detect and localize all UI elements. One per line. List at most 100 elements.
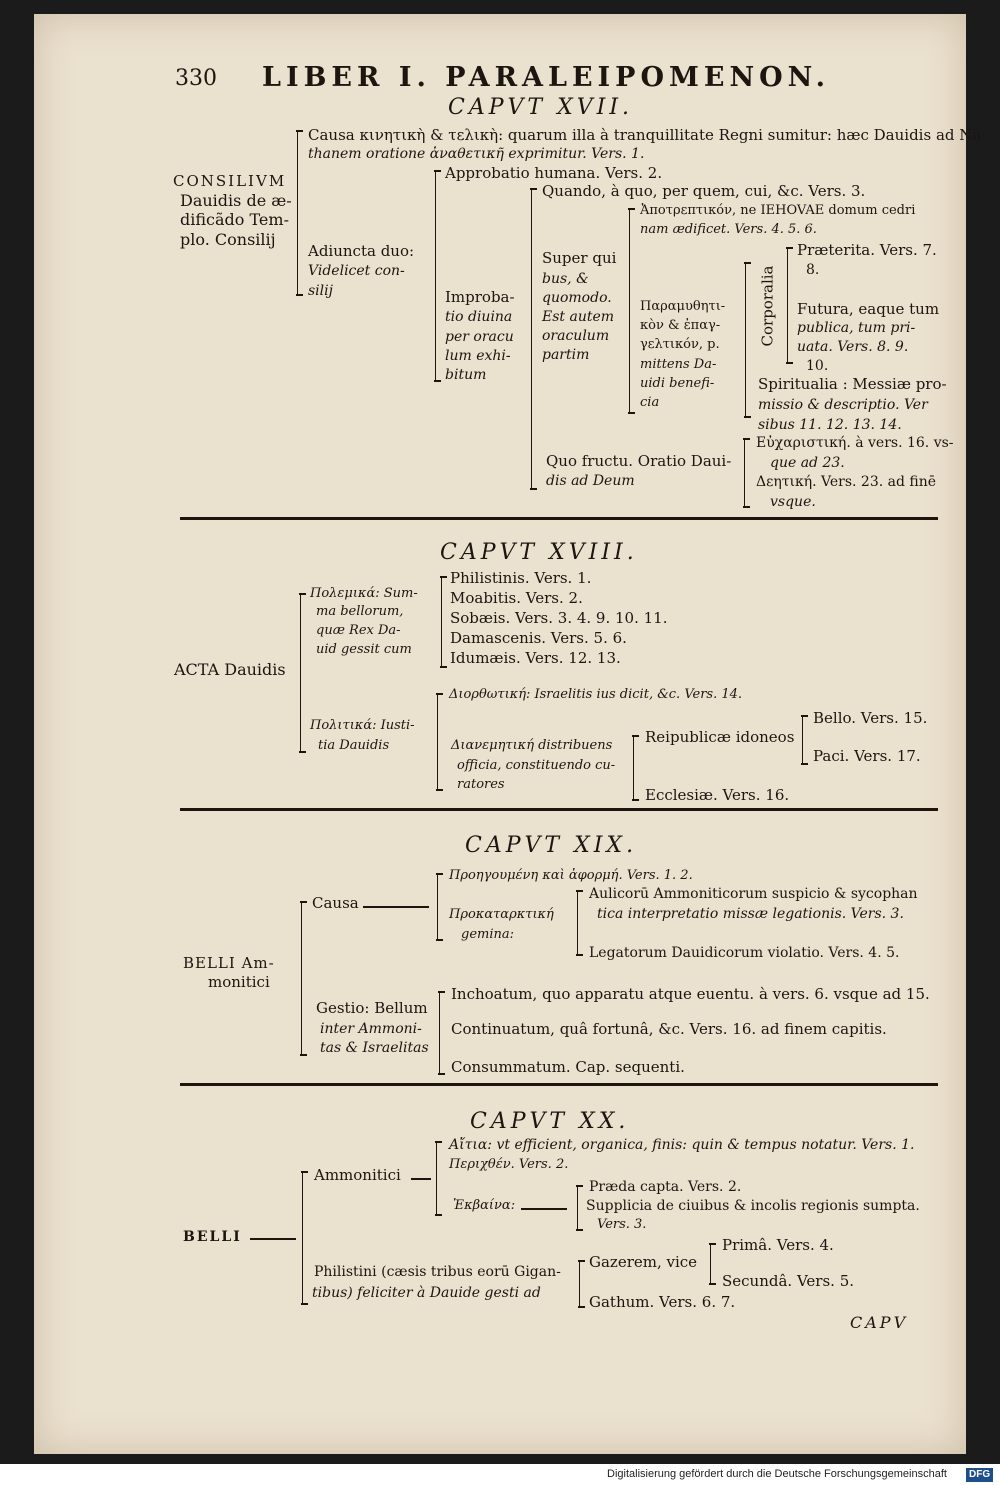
branch-text: Primâ. Vers. 4. xyxy=(722,1236,834,1254)
catchword: CAPV xyxy=(850,1313,909,1332)
chapter-heading: CAPVT XX. xyxy=(470,1109,630,1134)
bracket xyxy=(434,170,442,382)
section-divider xyxy=(180,517,938,520)
branch-text: quæ Rex Da- xyxy=(316,623,401,638)
bracket xyxy=(438,991,446,1075)
branch-text: uid gessit cum xyxy=(316,642,412,657)
bracket xyxy=(801,715,809,765)
connector-line xyxy=(363,906,429,908)
branch-text: lum exhi- xyxy=(445,348,511,364)
branch-text: Approbatio humana. Vers. 2. xyxy=(445,164,663,182)
root-label: ACTA Dauidis xyxy=(174,660,286,679)
branch-text: Sobæis. Vers. 3. 4. 9. 10. 11. xyxy=(450,609,668,627)
bracket xyxy=(709,1243,717,1285)
branch-text: tica interpretatio missæ legationis. Ver… xyxy=(597,906,904,922)
branch-text: quomodo. xyxy=(542,290,612,306)
branch-text: Futura, eaque tum xyxy=(797,300,940,318)
branch-text: γελτικόν, p. xyxy=(640,337,720,352)
root-label: monitici xyxy=(208,973,270,991)
branch-text: Bello. Vers. 15. xyxy=(813,709,928,727)
branch-text: Supplicia de ciuibus & incolis regionis … xyxy=(586,1198,920,1214)
branch-text: Philistini (cæsis tribus eorū Gigan- xyxy=(314,1264,561,1280)
branch-text: Reipublicæ idoneos xyxy=(645,728,795,746)
section-divider xyxy=(180,808,938,811)
dfg-logo: DFG xyxy=(966,1468,994,1482)
branch-text: Ecclesiæ. Vers. 16. xyxy=(645,786,790,804)
branch-text: cia xyxy=(640,395,660,410)
chapter-heading: CAPVT XIX. xyxy=(465,833,638,858)
branch-text: Secundâ. Vers. 5. xyxy=(722,1272,855,1290)
branch-text: Præda capta. Vers. 2. xyxy=(589,1179,742,1195)
section-divider xyxy=(180,1083,938,1086)
branch-text: Præterita. Vers. 7. xyxy=(797,241,937,259)
root-label: Dauidis de æ- xyxy=(180,191,292,210)
branch-text: publica, tum pri- xyxy=(797,320,916,336)
bracket xyxy=(628,208,636,414)
root-label: BELLI xyxy=(183,1229,242,1245)
root-label: dificãdo Tem- xyxy=(180,210,289,229)
branch-text: Quo fructu. Oratio Daui- xyxy=(546,452,732,470)
branch-text: Damascenis. Vers. 5. 6. xyxy=(450,629,627,647)
branch-text: Inchoatum, quo apparatu atque euentu. à … xyxy=(451,985,930,1003)
branch-text: Corporalia xyxy=(758,265,777,347)
digitization-footer: Digitalisierung gefördert durch die Deut… xyxy=(0,1464,1000,1485)
branch-text: Est autem xyxy=(542,309,615,325)
branch-text: Ἀποτρεπτικόν, ne IEHOVAE domum cedri xyxy=(640,203,916,218)
branch-text: Philistinis. Vers. 1. xyxy=(450,569,592,587)
root-label: plo. Consilij xyxy=(180,230,276,249)
branch-text: Διορθωτική: Israelitis ius dicit, &c. Ve… xyxy=(449,687,743,702)
book-page xyxy=(34,14,966,1454)
branch-text: nam ædificet. Vers. 4. 5. 6. xyxy=(640,222,817,237)
branch-text: per oracu xyxy=(445,329,514,345)
branch-text: Videlicet con- xyxy=(308,263,405,279)
bracket xyxy=(440,576,448,668)
branch-text: Αἴτια: vt efficient, organica, finis: qu… xyxy=(449,1137,915,1153)
branch-text: oraculum xyxy=(542,328,610,344)
branch-text: Super qui xyxy=(542,249,617,267)
bracket xyxy=(578,1260,586,1308)
bracket xyxy=(576,890,584,956)
branch-text: Προηγουμένη καὶ ἀφορμή. Vers. 1. 2. xyxy=(449,868,693,883)
branch-text: Ἐκβαίνα: xyxy=(453,1198,516,1213)
branch-text: Quando, à quo, per quem, cui, &c. Vers. … xyxy=(542,182,866,200)
branch-text: ratores xyxy=(457,777,505,792)
branch-text: Εὐχαριστική. à vers. 16. vs- xyxy=(756,435,954,451)
branch-text: tibus) feliciter à Dauide gesti ad xyxy=(312,1285,541,1301)
bracket xyxy=(786,247,794,364)
bracket xyxy=(296,130,304,296)
branch-text: bitum xyxy=(445,367,487,383)
root-label: BELLI Am- xyxy=(183,954,275,972)
bracket xyxy=(436,873,444,941)
chapter-heading: CAPVT XVII. xyxy=(448,95,634,120)
branch-text: sibus 11. 12. 13. 14. xyxy=(758,417,902,433)
branch-text: 10. xyxy=(806,358,829,374)
branch-text: Continuatum, quâ fortunâ, &c. Vers. 16. … xyxy=(451,1020,887,1038)
branch-text: uata. Vers. 8. 9. xyxy=(797,339,909,355)
branch-text: Πολεμικά: Sum- xyxy=(310,586,418,601)
branch-text: Gazerem, vice xyxy=(589,1253,698,1271)
branch-text: 8. xyxy=(806,262,820,278)
bracket xyxy=(743,438,751,508)
branch-text: Προκαταρκτική xyxy=(449,907,554,922)
connector-line xyxy=(411,1178,431,1180)
branch-text: Consummatum. Cap. sequenti. xyxy=(451,1058,685,1076)
bracket xyxy=(436,693,444,791)
branch-text: Paci. Vers. 17. xyxy=(813,747,921,765)
bracket xyxy=(744,262,752,418)
branch-text: vsque. xyxy=(770,494,816,510)
branch-text: partim xyxy=(542,347,590,363)
footer-text: Digitalisierung gefördert durch die Deut… xyxy=(607,1468,947,1480)
branch-text: Διανεμητική distribuens xyxy=(451,738,613,753)
bracket xyxy=(300,901,308,1056)
bracket xyxy=(632,735,640,801)
branch-text: inter Ammoni- xyxy=(320,1021,422,1037)
branch-text: Ammonitici xyxy=(314,1166,401,1184)
branch-text: tas & Israelitas xyxy=(320,1040,429,1056)
page-number: 330 xyxy=(175,66,217,91)
branch-text: tio diuina xyxy=(445,309,513,325)
running-title: LIBER I. PARALEIPOMENON. xyxy=(262,62,830,93)
branch-text: Παραμυθητι- xyxy=(640,299,726,314)
bracket xyxy=(299,593,307,753)
branch-text: κὸν & ἐπαγ- xyxy=(640,318,721,333)
connector-line xyxy=(250,1238,296,1240)
